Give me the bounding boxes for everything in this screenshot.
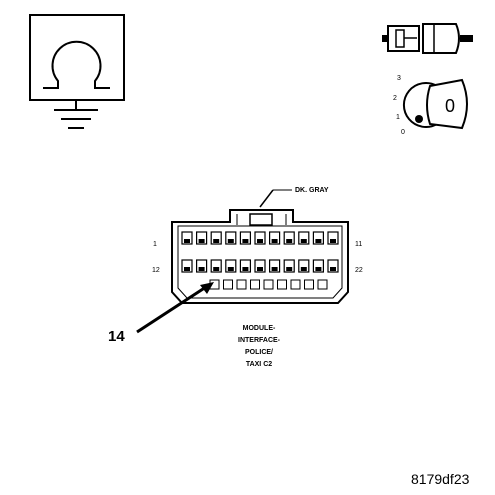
cavity-9 xyxy=(298,231,310,245)
pin-label-11: 11 xyxy=(355,241,362,248)
cavity-terminal xyxy=(242,239,249,243)
cavity-terminal xyxy=(315,239,322,243)
ignition-position-1: 1 xyxy=(396,114,400,121)
cavity-terminal xyxy=(271,239,278,243)
cavity-terminal xyxy=(271,267,278,271)
cavity-12 xyxy=(181,259,193,273)
cavity-14 xyxy=(210,259,222,273)
cavity-18 xyxy=(269,259,281,273)
cavity-22 xyxy=(327,259,339,273)
cavity-1 xyxy=(181,231,193,245)
cavity-21 xyxy=(312,259,324,273)
connector-name-line-4: TAXI C2 xyxy=(246,361,272,368)
latch-slot xyxy=(304,279,314,290)
ohmmeter-ground-icon xyxy=(29,14,125,129)
cavity-19 xyxy=(283,259,295,273)
wire-color-callout: DK. GRAY xyxy=(259,187,329,208)
pin-label-22: 22 xyxy=(355,267,363,274)
cavity-11 xyxy=(327,231,339,245)
ignition-switch-icon: 0 3 2 1 0 xyxy=(393,75,468,136)
connector-name: MODULE- INTERFACE- POLICE/ TAXI C2 xyxy=(238,325,281,368)
cavity-13 xyxy=(196,259,208,273)
latch-slot xyxy=(223,279,233,290)
cavity-2 xyxy=(196,231,208,245)
cavity-terminal xyxy=(242,267,249,271)
pin-callout-number: 14 xyxy=(108,328,125,345)
latch-slot xyxy=(290,279,301,290)
pin-callout: 14 xyxy=(108,282,214,345)
cavity-8 xyxy=(283,231,295,245)
cavity-15 xyxy=(225,259,237,273)
figure-id: 8179df23 xyxy=(411,471,470,487)
latch-slot xyxy=(263,279,274,290)
cavity-5 xyxy=(239,231,251,245)
connector-name-line-3: POLICE/ xyxy=(245,349,273,356)
ignition-position-2: 2 xyxy=(393,95,397,102)
cavity-16 xyxy=(239,259,251,273)
pin-label-1: 1 xyxy=(153,241,157,248)
cavity-terminal xyxy=(257,267,263,271)
connector-cavities xyxy=(181,231,339,290)
latch-slot xyxy=(317,279,328,290)
cavity-10 xyxy=(312,231,324,245)
wire-color-label: DK. GRAY xyxy=(295,187,329,194)
ignition-key-label: 0 xyxy=(445,96,455,116)
cavity-terminal xyxy=(198,267,205,271)
latch-slot xyxy=(236,279,247,290)
cavity-terminal xyxy=(286,267,293,271)
connector-name-line-2: INTERFACE- xyxy=(238,337,281,344)
cavity-terminal xyxy=(184,239,190,243)
latch-slot xyxy=(250,279,260,290)
ignition-position-3: 3 xyxy=(397,75,401,82)
cavity-terminal xyxy=(330,239,336,243)
cavity-terminal xyxy=(300,239,307,243)
cavity-20 xyxy=(298,259,310,273)
cavity-4 xyxy=(225,231,237,245)
cavity-17 xyxy=(254,259,266,273)
connector-name-line-1: MODULE- xyxy=(243,325,276,332)
cavity-6 xyxy=(254,231,266,245)
ignition-position-0: 0 xyxy=(401,129,405,136)
cavity-terminal xyxy=(330,267,336,271)
connector-body xyxy=(171,209,349,304)
cavity-terminal xyxy=(257,239,263,243)
cavity-terminal xyxy=(213,267,220,271)
cavity-terminal xyxy=(227,239,234,243)
cavity-terminal xyxy=(213,239,220,243)
cavity-terminal xyxy=(286,239,293,243)
cavity-terminal xyxy=(198,239,205,243)
latch-slot xyxy=(277,279,287,290)
cavity-3 xyxy=(210,231,222,245)
cavity-terminal xyxy=(184,267,190,271)
pin-label-12: 12 xyxy=(152,267,160,274)
connector-plug-icon xyxy=(382,23,473,54)
cavity-7 xyxy=(269,231,281,245)
cavity-terminal xyxy=(300,267,307,271)
cavity-terminal xyxy=(227,267,234,271)
cavity-terminal xyxy=(315,267,322,271)
